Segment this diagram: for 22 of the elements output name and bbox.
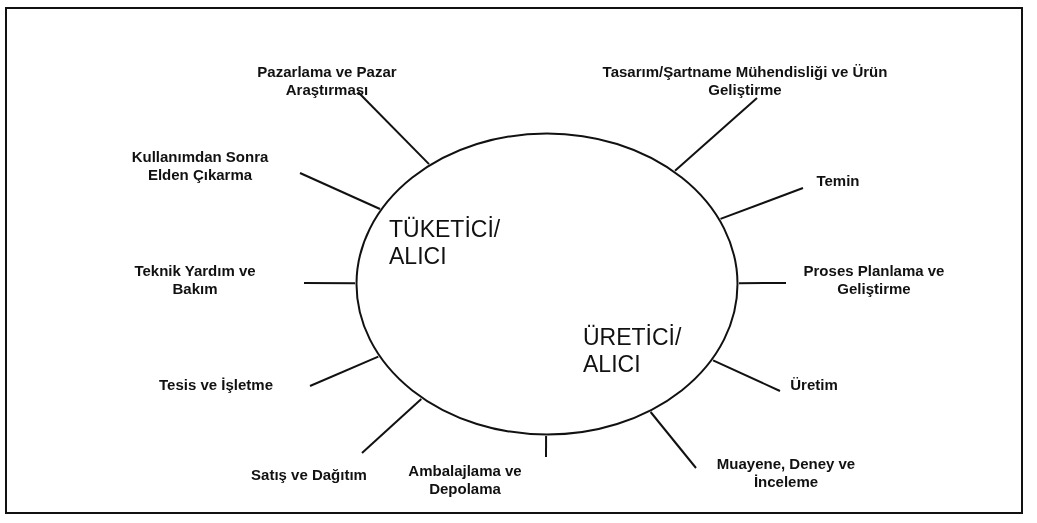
stage-label: Tasarım/Şartname Mühendisliği ve Ürün Geliştirme bbox=[580, 63, 910, 99]
connector-line bbox=[738, 282, 787, 285]
connector-line bbox=[299, 172, 381, 210]
connector-line bbox=[303, 282, 356, 285]
stage-label: Muayene, Deney ve İnceleme bbox=[686, 455, 886, 491]
stage-label: Kullanımdan Sonra Elden Çıkarma bbox=[110, 148, 290, 184]
connector-line bbox=[545, 435, 548, 458]
stage-label: Tesis ve İşletme bbox=[126, 376, 306, 394]
circle-label: ÜRETİCİ/ ALICI bbox=[583, 324, 683, 378]
stage-label: Temin bbox=[806, 172, 870, 190]
connector-line bbox=[712, 359, 781, 392]
connector-line bbox=[361, 397, 423, 454]
connector-line bbox=[649, 411, 697, 469]
stage-label: Üretim bbox=[782, 376, 846, 394]
circle-label: TÜKETİCİ/ ALICI bbox=[389, 216, 502, 270]
connector-line bbox=[674, 97, 758, 172]
stage-label: Pazarlama ve Pazar Araştırması bbox=[222, 63, 432, 99]
connector-line bbox=[719, 187, 804, 220]
connector-line bbox=[309, 355, 380, 387]
stage-label: Teknik Yardım ve Bakım bbox=[110, 262, 280, 298]
stage-label: Proses Planlama ve Geliştirme bbox=[784, 262, 964, 298]
connector-line bbox=[357, 91, 430, 166]
